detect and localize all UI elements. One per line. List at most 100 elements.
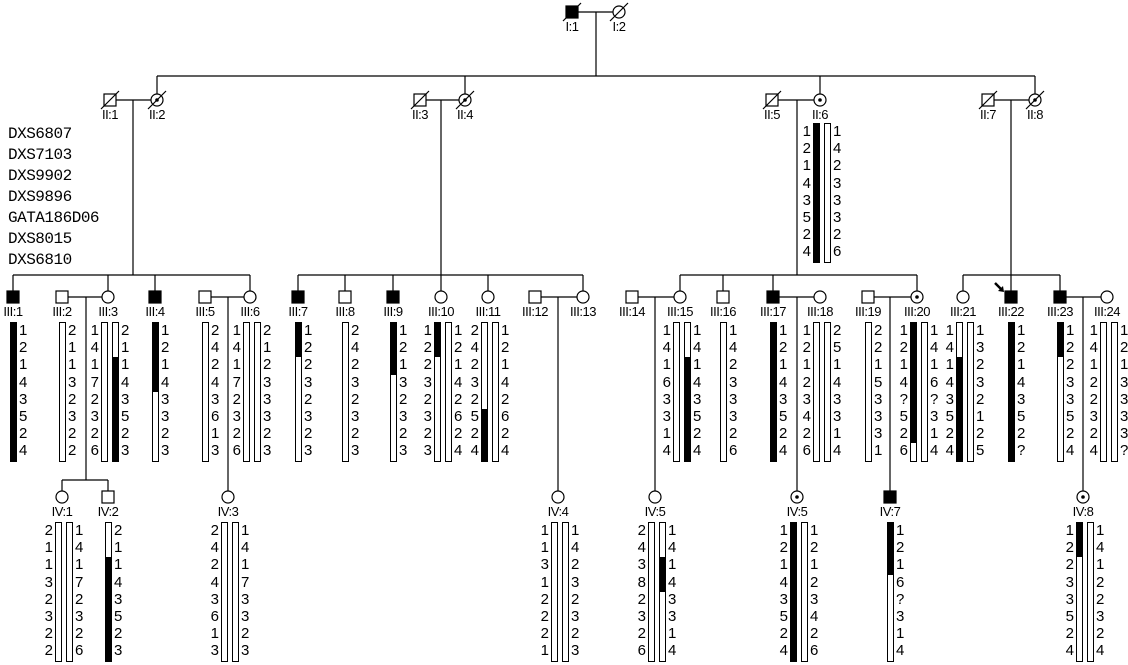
allele: 1 xyxy=(810,522,819,539)
normal-haplotype-segment xyxy=(825,158,830,175)
haplotype-bar xyxy=(801,522,808,662)
allele: 2 xyxy=(729,356,738,374)
normal-haplotype-segment xyxy=(153,392,158,409)
normal-haplotype-segment xyxy=(660,643,665,660)
normal-haplotype-segment xyxy=(968,357,973,374)
allele: 2 xyxy=(802,339,811,357)
allele: 3 xyxy=(540,556,549,574)
allele: 2 xyxy=(810,573,819,591)
allele: 1 xyxy=(44,539,53,557)
allele: 5 xyxy=(121,407,130,425)
allele: 3 xyxy=(1066,373,1075,391)
individual-label: III:1 xyxy=(3,304,23,319)
male-symbol xyxy=(6,290,20,304)
normal-haplotype-segment xyxy=(721,443,726,460)
normal-haplotype-segment xyxy=(435,426,440,443)
allele: 2 xyxy=(637,590,646,608)
deceased-slash-icon xyxy=(609,2,629,22)
allele: 1 xyxy=(68,356,77,374)
female-symbol xyxy=(481,290,495,304)
normal-haplotype-segment xyxy=(60,375,65,392)
normal-haplotype-segment xyxy=(888,575,893,592)
allele: 1 xyxy=(833,356,842,374)
allele: 1 xyxy=(540,573,549,591)
deceased-slash-icon xyxy=(562,2,582,22)
allele: 4 xyxy=(161,373,170,391)
allele: 5 xyxy=(899,407,908,425)
allele: 1 xyxy=(232,322,241,339)
allele: 3 xyxy=(90,407,99,425)
normal-haplotype-segment xyxy=(233,626,238,643)
male-symbol xyxy=(55,290,69,304)
normal-haplotype-segment xyxy=(922,340,927,357)
normal-haplotype-segment xyxy=(563,575,568,592)
haplotype-bar xyxy=(790,522,797,662)
allele: 3 xyxy=(114,642,123,660)
normal-haplotype-segment xyxy=(563,609,568,626)
normal-haplotype-segment xyxy=(446,392,451,409)
allele: 6 xyxy=(454,407,463,425)
allele: 2 xyxy=(210,556,219,574)
individual-label: II:4 xyxy=(456,107,474,122)
normal-haplotype-segment xyxy=(814,443,819,460)
disease-haplotype-segment xyxy=(106,643,111,661)
allele: 1 xyxy=(1017,322,1026,339)
individual-label: III:12 xyxy=(522,304,548,319)
disease-haplotype-segment xyxy=(685,357,690,375)
normal-haplotype-segment xyxy=(482,323,487,340)
normal-haplotype-segment xyxy=(888,609,893,626)
normal-haplotype-segment xyxy=(255,340,260,357)
disease-haplotype-segment xyxy=(113,443,118,461)
allele: 1 xyxy=(211,425,220,443)
haplotype-bar xyxy=(813,123,820,263)
male-symbol xyxy=(562,2,582,22)
normal-haplotype-segment xyxy=(67,575,72,592)
allele: 3 xyxy=(637,556,646,574)
normal-haplotype-segment xyxy=(1058,426,1063,443)
marker-label: DXS7103 xyxy=(8,146,72,164)
allele: 2 xyxy=(304,356,313,374)
allele: 1 xyxy=(210,625,219,643)
normal-haplotype-segment xyxy=(203,357,208,374)
allele: 2 xyxy=(810,625,819,643)
disease-haplotype-segment xyxy=(771,340,776,358)
normal-haplotype-segment xyxy=(391,443,396,460)
allele: 2 xyxy=(899,339,908,357)
disease-haplotype-segment xyxy=(660,557,665,575)
allele: 3 xyxy=(668,590,677,608)
normal-haplotype-segment xyxy=(255,323,260,340)
haplotype-bar xyxy=(390,322,397,462)
allele: 3 xyxy=(930,407,939,425)
allele: 3 xyxy=(232,407,241,425)
normal-haplotype-segment xyxy=(825,375,830,392)
normal-haplotype-segment xyxy=(244,375,249,392)
allele: 4 xyxy=(571,539,580,557)
male-symbol xyxy=(716,290,730,304)
normal-haplotype-segment xyxy=(1077,609,1082,626)
disease-haplotype-segment xyxy=(685,408,690,427)
allele: 6 xyxy=(662,373,671,391)
disease-haplotype-segment xyxy=(391,340,396,358)
marker-label: DXS6810 xyxy=(8,251,72,269)
haplotype-bar xyxy=(434,322,441,462)
allele: 3 xyxy=(1120,425,1128,443)
male-symbol xyxy=(625,290,639,304)
square-icon xyxy=(528,290,542,304)
normal-haplotype-segment xyxy=(233,575,238,592)
normal-haplotype-segment xyxy=(802,523,807,540)
allele: 2 xyxy=(454,425,463,443)
allele: 1 xyxy=(68,339,77,357)
disease-haplotype-segment xyxy=(1009,426,1014,444)
allele: 2 xyxy=(351,356,360,374)
allele: 2 xyxy=(351,390,360,408)
disease-haplotype-segment xyxy=(771,408,776,427)
allele: 1 xyxy=(19,322,28,339)
